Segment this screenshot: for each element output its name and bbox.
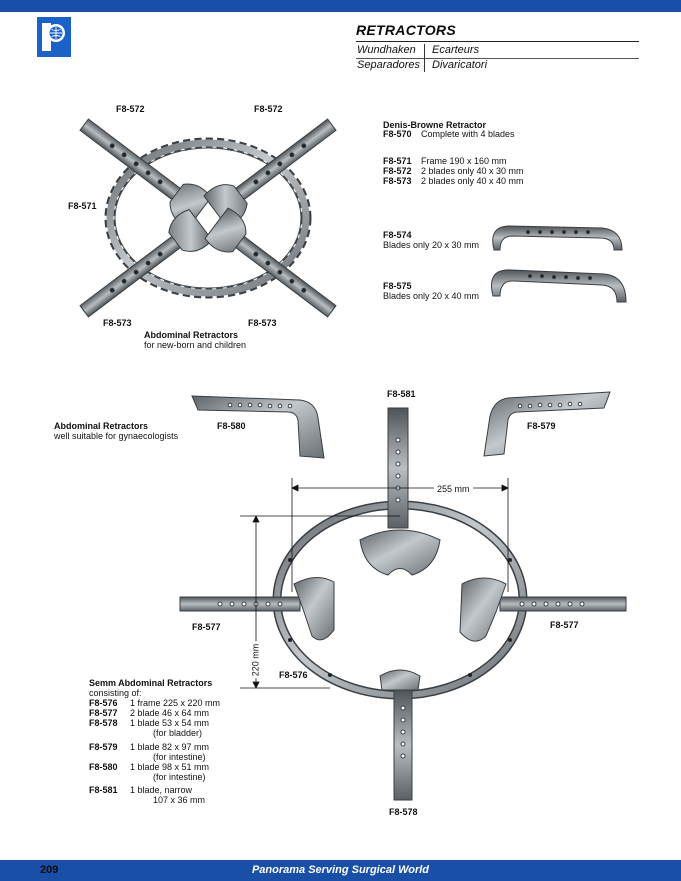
spec-code: F8-581 — [89, 785, 118, 795]
list-item: (for intestine) — [89, 772, 220, 782]
blade-f8-579 — [483, 391, 611, 457]
dimension-height: 220 mm — [250, 641, 261, 679]
label-f8-572-left: F8-572 — [116, 104, 145, 114]
lang-german: Wundhaken — [357, 44, 416, 56]
denis-browne-frame — [104, 137, 312, 299]
list-item: F8-579 1 blade 82 x 97 mm — [89, 742, 220, 752]
lang-divider — [424, 44, 425, 72]
denis-browne-complete: F8-570 Complete with 4 blades — [383, 129, 515, 139]
list-item: (for intestine) — [89, 752, 220, 762]
list-item: F8-580 1 blade 98 x 51 mm — [89, 762, 220, 772]
list-item: F8-577 2 blade 46 x 64 mm — [89, 708, 220, 718]
semm-blade-f8-577-right — [459, 577, 627, 642]
list-item: F8-581 1 blade, narrow — [89, 785, 220, 795]
label-f8-575: F8-575 — [383, 281, 412, 291]
list-item: (for bladder) — [89, 728, 220, 738]
spec-desc: 1 frame 225 x 220 mm — [130, 698, 221, 708]
f8-574-desc: Blades only 20 x 30 mm — [383, 240, 480, 250]
label-f8-581: F8-581 — [387, 389, 416, 399]
label-f8-577-right: F8-577 — [550, 620, 579, 630]
label-f8-573-left: F8-573 — [103, 318, 132, 328]
denis-browne-parts: F8-571 Frame 190 x 160 mm F8-572 2 blades … — [383, 156, 524, 186]
spec-desc: 1 blade 82 x 97 mm — [130, 742, 210, 752]
logo-graphic — [37, 17, 71, 57]
f8-575-desc: Blades only 20 x 40 mm — [383, 291, 480, 301]
denis-browne-blades — [79, 118, 337, 318]
semm-blade-f8-581 — [359, 407, 441, 576]
label-f8-577-left: F8-577 — [192, 622, 221, 632]
spec-desc: 1 blade 98 x 51 mm — [130, 762, 210, 772]
dimension-lines — [240, 478, 509, 689]
footer-bar — [0, 860, 681, 881]
spec-code — [89, 795, 153, 805]
spec-code: F8-579 — [89, 742, 118, 752]
label-f8-578: F8-578 — [389, 807, 418, 817]
label-f8-571: F8-571 — [68, 201, 97, 211]
semm-parts-list: F8-576 1 frame 225 x 220 mm F8-577 2 blade… — [89, 698, 220, 805]
spec-desc: (for intestine) — [153, 772, 206, 782]
spec-desc: 1 blade, narrow — [130, 785, 193, 795]
top-bar — [0, 0, 681, 12]
top-caption-title: Abdominal Retractors — [144, 330, 239, 340]
semm-consisting: consisting of: — [89, 688, 142, 698]
bottom-side-sub: well suitable for gynaecologists — [54, 431, 179, 441]
label-f8-572-right: F8-572 — [254, 104, 283, 114]
semm-blade-f8-577-left — [179, 577, 335, 641]
spec-code — [89, 728, 153, 738]
spec-code: F8-572 — [383, 166, 412, 176]
spec-code — [89, 752, 153, 762]
spec-desc: 2 blades only 40 x 30 mm — [421, 166, 524, 176]
blade-f8-580 — [191, 395, 325, 459]
spec-desc: (for bladder) — [153, 728, 203, 738]
lang-rule — [356, 58, 639, 59]
semm-blade-f8-578 — [379, 669, 421, 801]
spec-code: F8-573 — [383, 176, 412, 186]
spec-desc: (for intestine) — [153, 752, 206, 762]
spec-code: F8-576 — [89, 698, 118, 708]
bottom-side-title: Abdominal Retractors — [54, 421, 149, 431]
label-f8-579: F8-579 — [527, 421, 556, 431]
spec-desc: 2 blade 46 x 64 mm — [130, 708, 210, 718]
lang-italian: Divaricatori — [432, 59, 488, 71]
blade-f8-575 — [491, 269, 627, 303]
spec-code: F8-571 — [383, 156, 412, 166]
blade-f8-574 — [492, 225, 623, 251]
list-item: F8-576 1 frame 225 x 220 mm — [89, 698, 220, 708]
spec-desc: 1 blade 53 x 54 mm — [130, 718, 210, 728]
lang-french: Ecarteurs — [432, 44, 480, 56]
spec-desc: Complete with 4 blades — [421, 129, 515, 139]
spec-desc: 2 blades only 40 x 40 mm — [421, 176, 524, 186]
title-rule — [356, 41, 639, 42]
label-f8-576: F8-576 — [279, 670, 308, 680]
label-f8-580: F8-580 — [217, 421, 246, 431]
label-f8-573-right: F8-573 — [248, 318, 277, 328]
denis-browne-title: Denis-Browne Retractor — [383, 120, 487, 130]
footer-motto: Panorama Serving Surgical World — [251, 864, 430, 876]
semm-title: Semm Abdominal Retractors — [89, 678, 213, 688]
label-f8-574: F8-574 — [383, 230, 412, 240]
top-caption-sub: for new-born and children — [144, 340, 247, 350]
spec-desc: 107 x 36 mm — [153, 795, 206, 805]
spec-code: F8-577 — [89, 708, 118, 718]
page-number: 209 — [40, 864, 59, 876]
spec-code: F8-570 — [383, 129, 412, 139]
list-item: F8-578 1 blade 53 x 54 mm — [89, 718, 220, 728]
panorama-logo — [37, 17, 71, 57]
dimension-width: 255 mm — [434, 484, 473, 494]
spec-code: F8-580 — [89, 762, 118, 772]
list-item: 107 x 36 mm — [89, 795, 220, 805]
spec-code — [89, 772, 153, 782]
spec-code: F8-578 — [89, 718, 118, 728]
spec-desc: Frame 190 x 160 mm — [421, 156, 507, 166]
lang-spanish: Separadores — [357, 59, 420, 71]
page-title: RETRACTORS — [356, 22, 456, 38]
